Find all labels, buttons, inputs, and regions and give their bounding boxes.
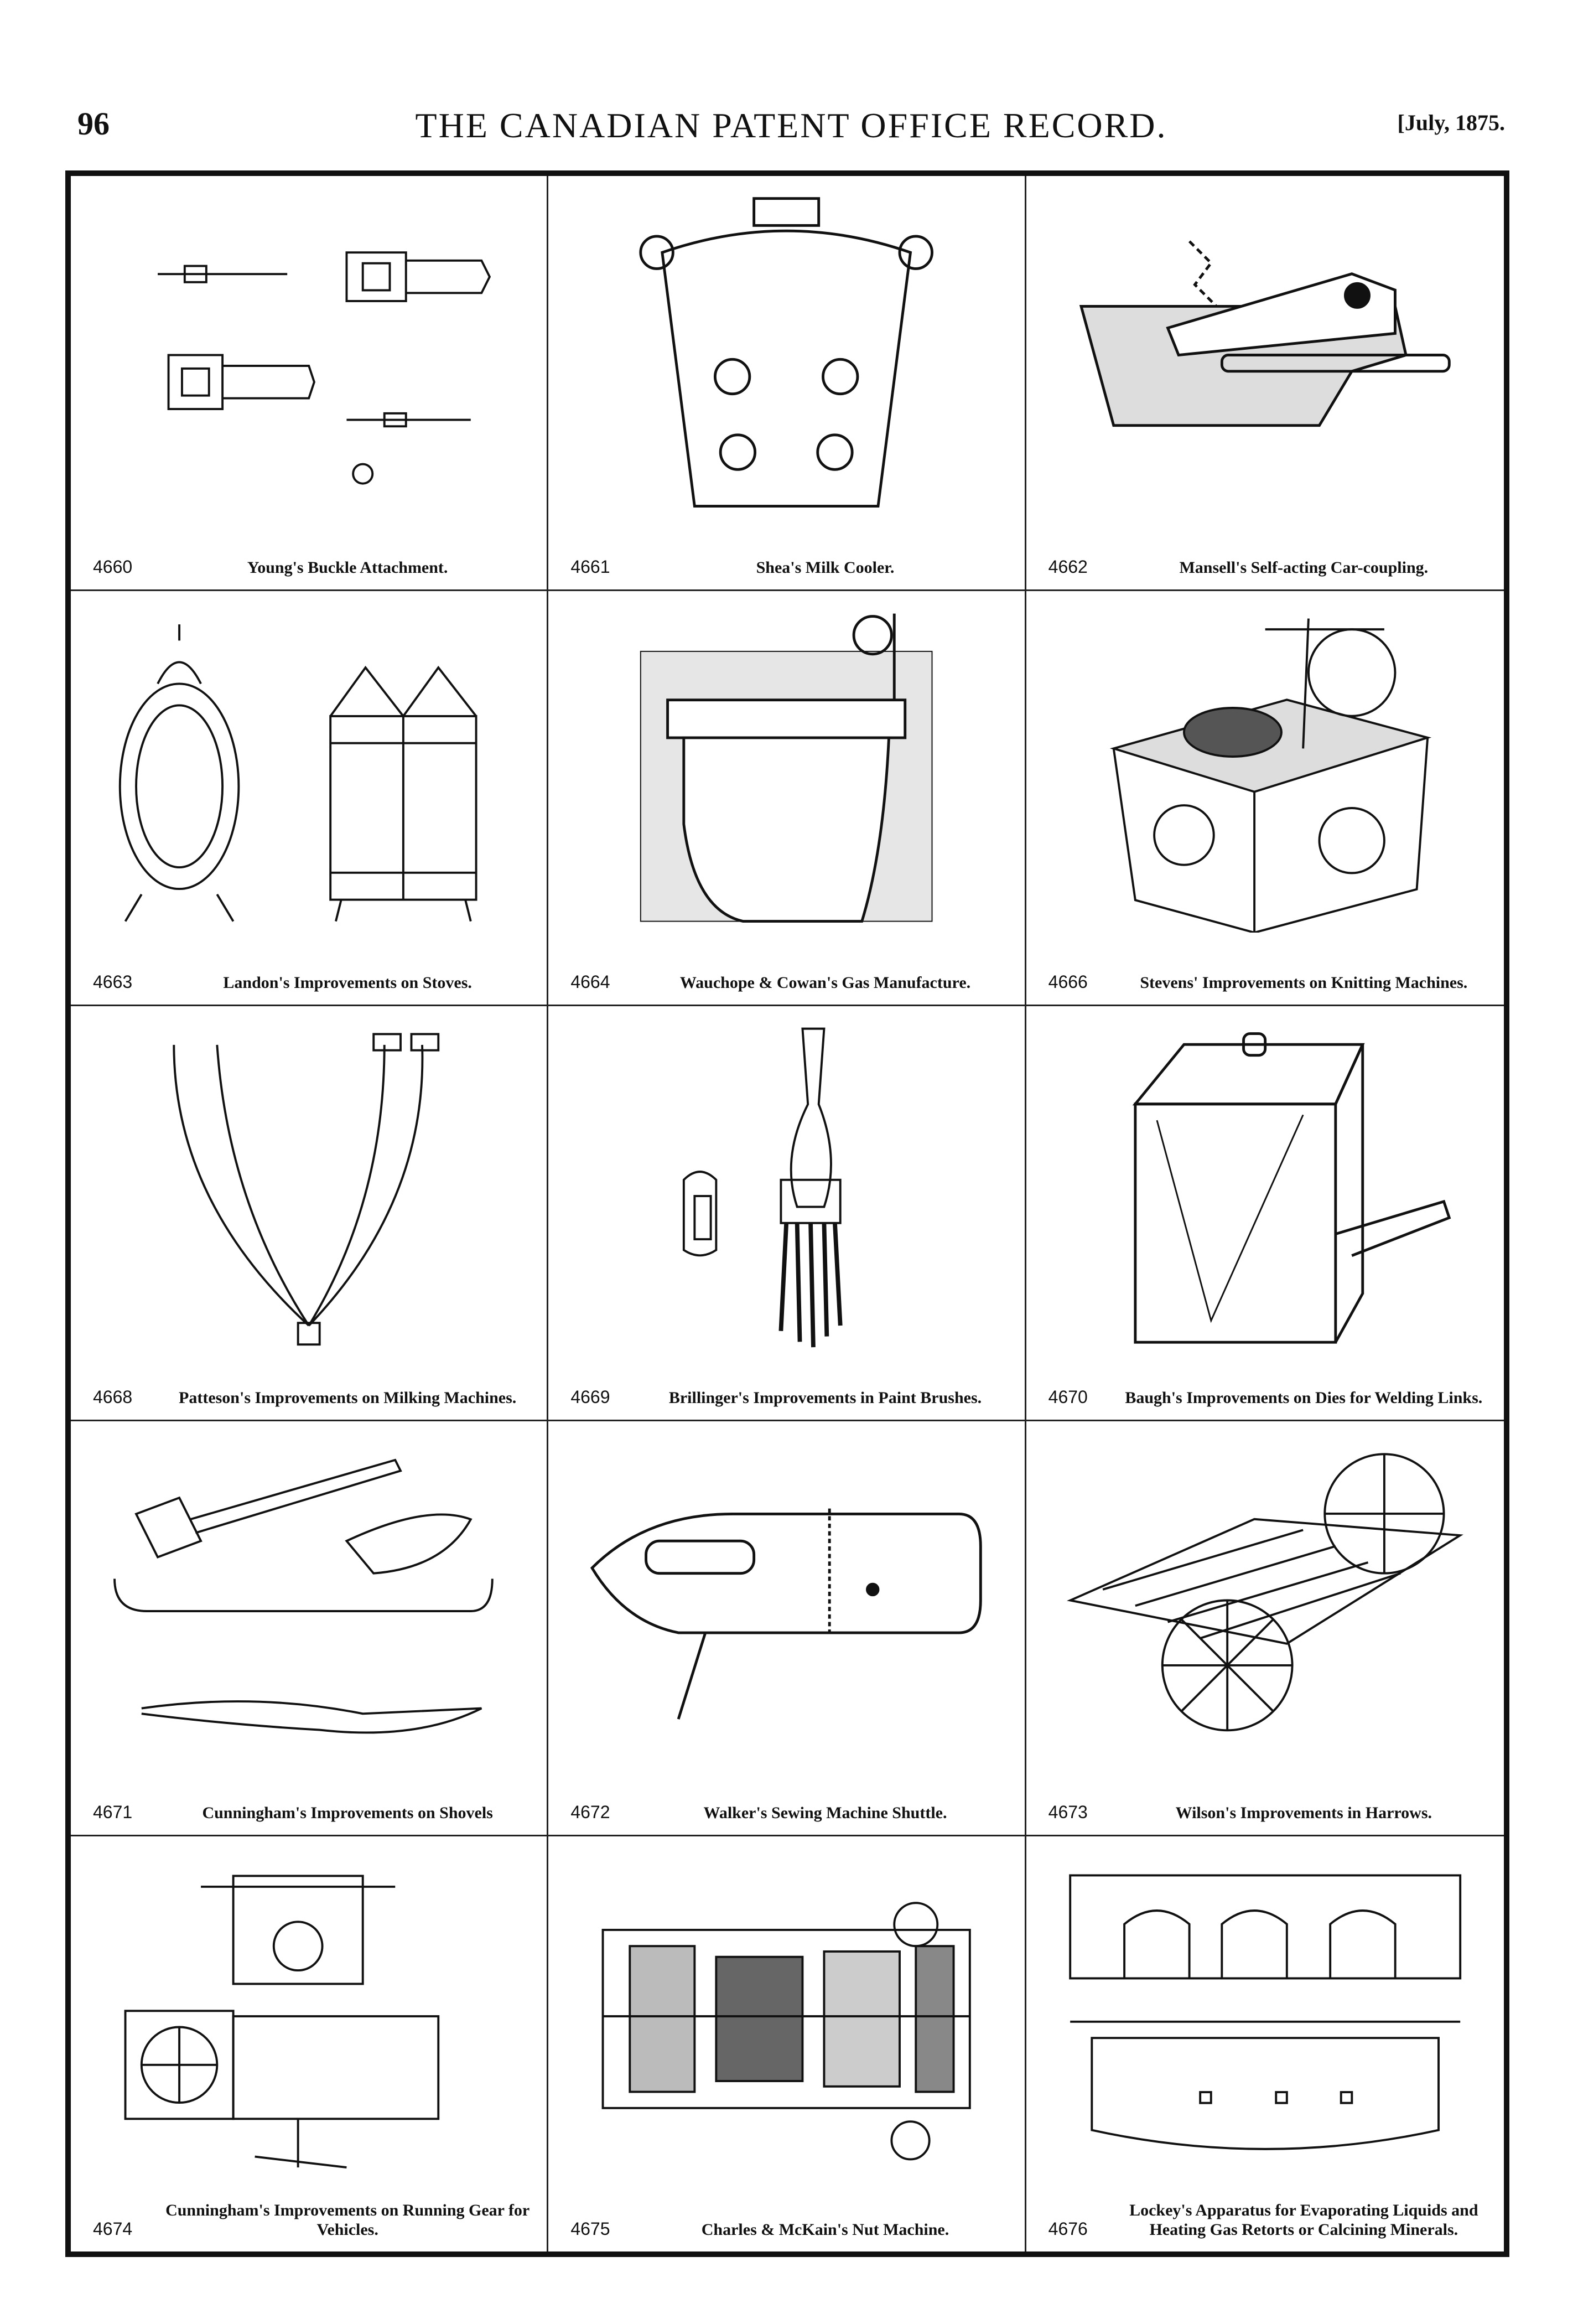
patent-title: Walker's Sewing Machine Shuttle. xyxy=(703,1803,947,1822)
patent-number: 4671 xyxy=(93,1802,133,1822)
patent-cell: 4662 Mansell's Self-acting Car-coupling. xyxy=(1026,176,1504,591)
journal-title: THE CANADIAN PATENT OFFICE RECORD. xyxy=(415,106,1167,145)
patent-title: Shea's Milk Cooler. xyxy=(756,558,895,577)
patent-cell: 4663 Landon's Improvements on Stoves. xyxy=(71,591,549,1006)
patent-number: 4663 xyxy=(93,972,133,992)
patent-title: Baugh's Improvements on Dies for Welding… xyxy=(1125,1388,1483,1407)
issue-date: [July, 1875. xyxy=(1397,110,1505,135)
patent-number: 4666 xyxy=(1048,972,1088,992)
patent-title: Lockey's Apparatus for Evaporating Liqui… xyxy=(1129,2201,1478,2239)
patent-title: Mansell's Self-acting Car-coupling. xyxy=(1179,558,1429,577)
patent-title: Patteson's Improvements on Milking Machi… xyxy=(179,1388,517,1407)
page-header: 96 THE CANADIAN PATENT OFFICE RECORD. [J… xyxy=(77,105,1505,155)
sewing-shuttle-illustration xyxy=(570,1438,1002,1763)
welding-dies-illustration xyxy=(1048,1023,1482,1348)
patent-title: Charles & McKain's Nut Machine. xyxy=(701,2220,949,2239)
patent-title: Cunningham's Improvements on Running Gea… xyxy=(165,2201,530,2239)
patent-cell: 4660 Young's Buckle Attachment. xyxy=(71,176,549,591)
nut-machine-illustration xyxy=(570,1853,1002,2180)
patent-number: 4662 xyxy=(1048,557,1088,577)
patent-cell: 4669 Brillinger's Improvements in Paint B… xyxy=(548,1006,1026,1421)
patent-cell: 4670 Baugh's Improvements on Dies for Wel… xyxy=(1026,1006,1504,1421)
buckle-illustration xyxy=(93,193,525,517)
knitting-machine-illustration xyxy=(1048,608,1482,934)
patent-number: 4676 xyxy=(1048,2219,1088,2239)
running-gear-illustration xyxy=(93,1853,525,2180)
patent-title: Wilson's Improvements in Harrows. xyxy=(1175,1803,1432,1822)
harrow-illustration xyxy=(1048,1438,1482,1763)
car-coupling-illustration xyxy=(1048,193,1482,517)
patent-title: Young's Buckle Attachment. xyxy=(247,558,448,577)
patent-number: 4668 xyxy=(93,1387,133,1407)
gas-retort-illustration xyxy=(570,608,1002,933)
patent-title: Wauchope & Cowan's Gas Manufacture. xyxy=(679,973,971,992)
milk-cooler-illustration xyxy=(570,193,1002,517)
patent-title: Stevens' Improvements on Knitting Machin… xyxy=(1140,973,1468,992)
patent-cell: 4668 Patteson's Improvements on Milking M… xyxy=(71,1006,549,1421)
patent-cell: 4672 Walker's Sewing Machine Shuttle. xyxy=(548,1421,1026,1836)
patent-cell: 4664 Wauchope & Cowan's Gas Manufacture. xyxy=(548,591,1026,1006)
patent-title: Cunningham's Improvements on Shovels xyxy=(202,1803,493,1822)
patent-number: 4669 xyxy=(570,1387,610,1407)
patent-cell: 4671 Cunningham's Improvements on Shovels xyxy=(71,1421,549,1836)
patent-number: 4674 xyxy=(93,2219,133,2239)
patent-title: Brillinger's Improvements in Paint Brush… xyxy=(668,1388,982,1407)
stove-illustration xyxy=(93,608,525,933)
patent-number: 4673 xyxy=(1048,1802,1088,1822)
patent-number: 4660 xyxy=(93,557,133,577)
patent-cell: 4673 Wilson's Improvements in Harrows. xyxy=(1026,1421,1504,1836)
patent-number: 4675 xyxy=(570,2219,610,2239)
patent-number: 4664 xyxy=(570,972,610,992)
patent-number: 4661 xyxy=(570,557,610,577)
patent-plate: 4660 Young's Buckle Attachment. 4661 Shea'… xyxy=(65,170,1509,2257)
patent-number: 4670 xyxy=(1048,1387,1088,1407)
evaporating-apparatus-illustration xyxy=(1048,1853,1482,2180)
patent-cell: 4666 Stevens' Improvements on Knitting Ma… xyxy=(1026,591,1504,1006)
patent-cell: 4675 Charles & McKain's Nut Machine. xyxy=(548,1836,1026,2251)
milking-machine-illustration xyxy=(93,1023,525,1348)
page-number: 96 xyxy=(77,106,110,142)
patent-number: 4672 xyxy=(570,1802,610,1822)
patent-title: Landon's Improvements on Stoves. xyxy=(223,973,472,992)
patent-cell: 4661 Shea's Milk Cooler. xyxy=(548,176,1026,591)
patent-cell: 4676 Lockey's Apparatus for Evaporating L… xyxy=(1026,1836,1504,2251)
patent-cell: 4674 Cunningham's Improvements on Running… xyxy=(71,1836,549,2251)
paint-brush-illustration xyxy=(570,1023,1002,1348)
shovel-illustration xyxy=(93,1438,525,1763)
